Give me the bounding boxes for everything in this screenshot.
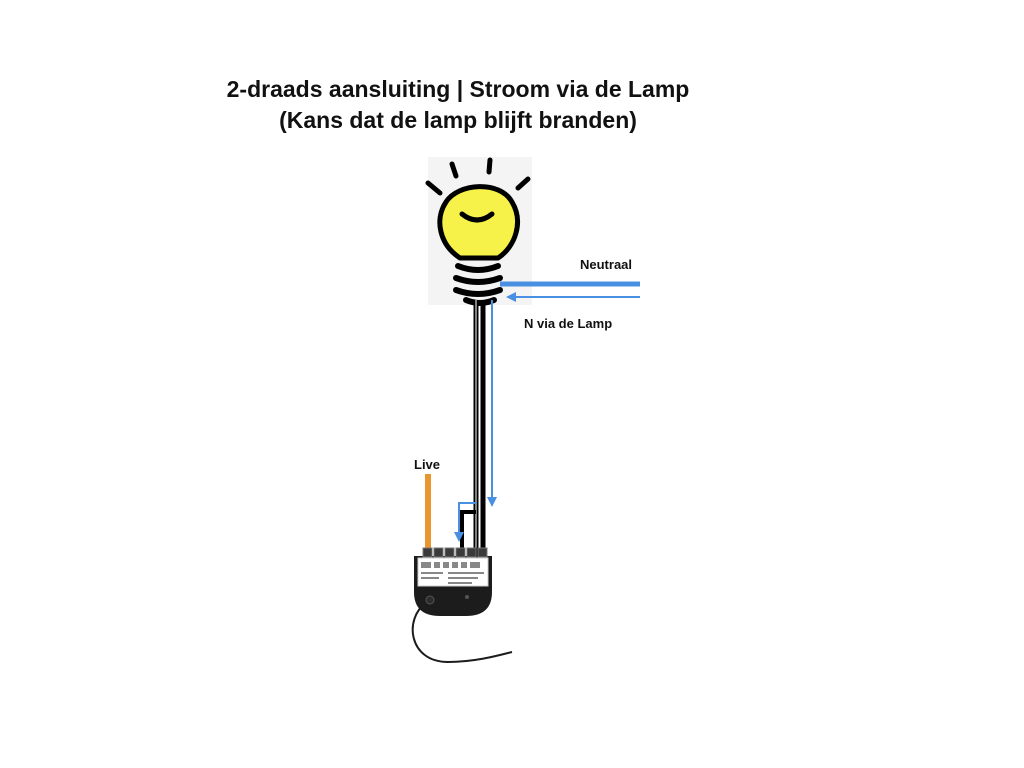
lamp-wire <box>460 300 486 556</box>
neutral-label: Neutraal <box>580 257 633 272</box>
relay-module-icon <box>411 547 513 664</box>
live-label: Live <box>414 457 441 472</box>
diagram-subtitle: (Kans dat de lamp blijft branden) <box>279 107 637 133</box>
neutral-via-lamp-label: N via de Lamp <box>524 316 613 331</box>
lightbulb-icon <box>425 157 531 306</box>
diagram-title: 2-draads aansluiting | Stroom via de Lam… <box>226 76 690 102</box>
